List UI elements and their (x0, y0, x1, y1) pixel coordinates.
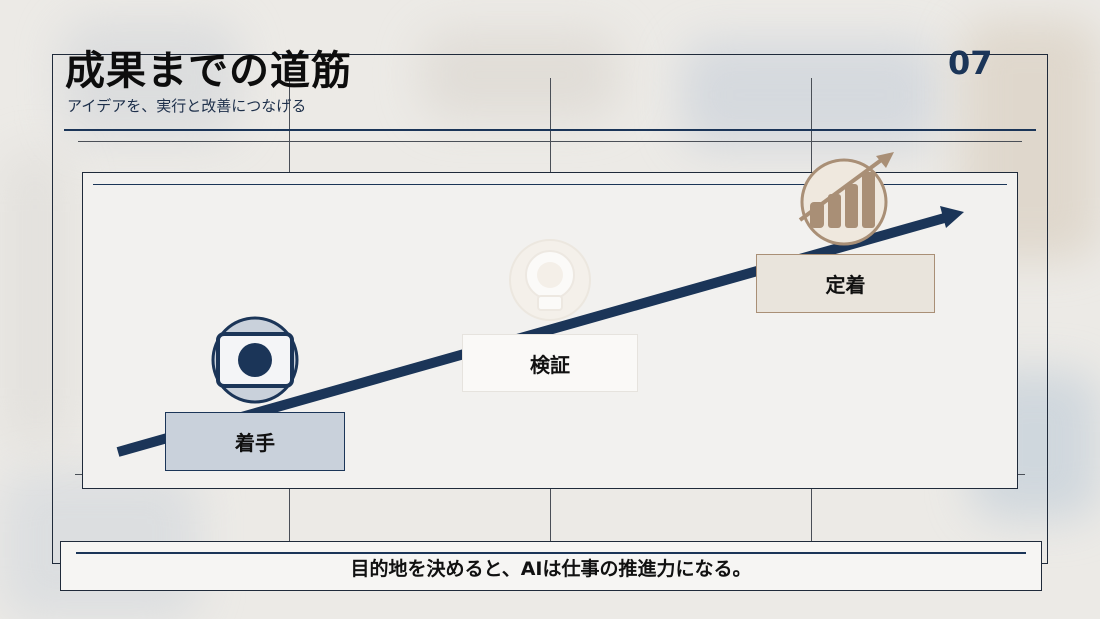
page-subtitle: アイデアを、実行と改善につなげる (67, 97, 307, 115)
header-rule-thin (78, 141, 1022, 142)
footer-rule (76, 552, 1026, 554)
panel-rule (93, 184, 1007, 185)
circle-dot-icon (211, 316, 299, 404)
growth-chart-icon (798, 152, 894, 246)
step-verify: 検証 (462, 334, 638, 392)
header-rule (64, 129, 1036, 131)
step-establish: 定着 (756, 254, 935, 313)
page-number: 07 (948, 44, 993, 82)
lightbulb-icon (509, 239, 591, 321)
page-title: 成果までの道筋 (65, 48, 352, 94)
step-start: 着手 (165, 412, 345, 471)
footer-message: 目的地を決めると、AIは仕事の推進力になる。 (350, 558, 752, 580)
footer-box (60, 541, 1042, 591)
